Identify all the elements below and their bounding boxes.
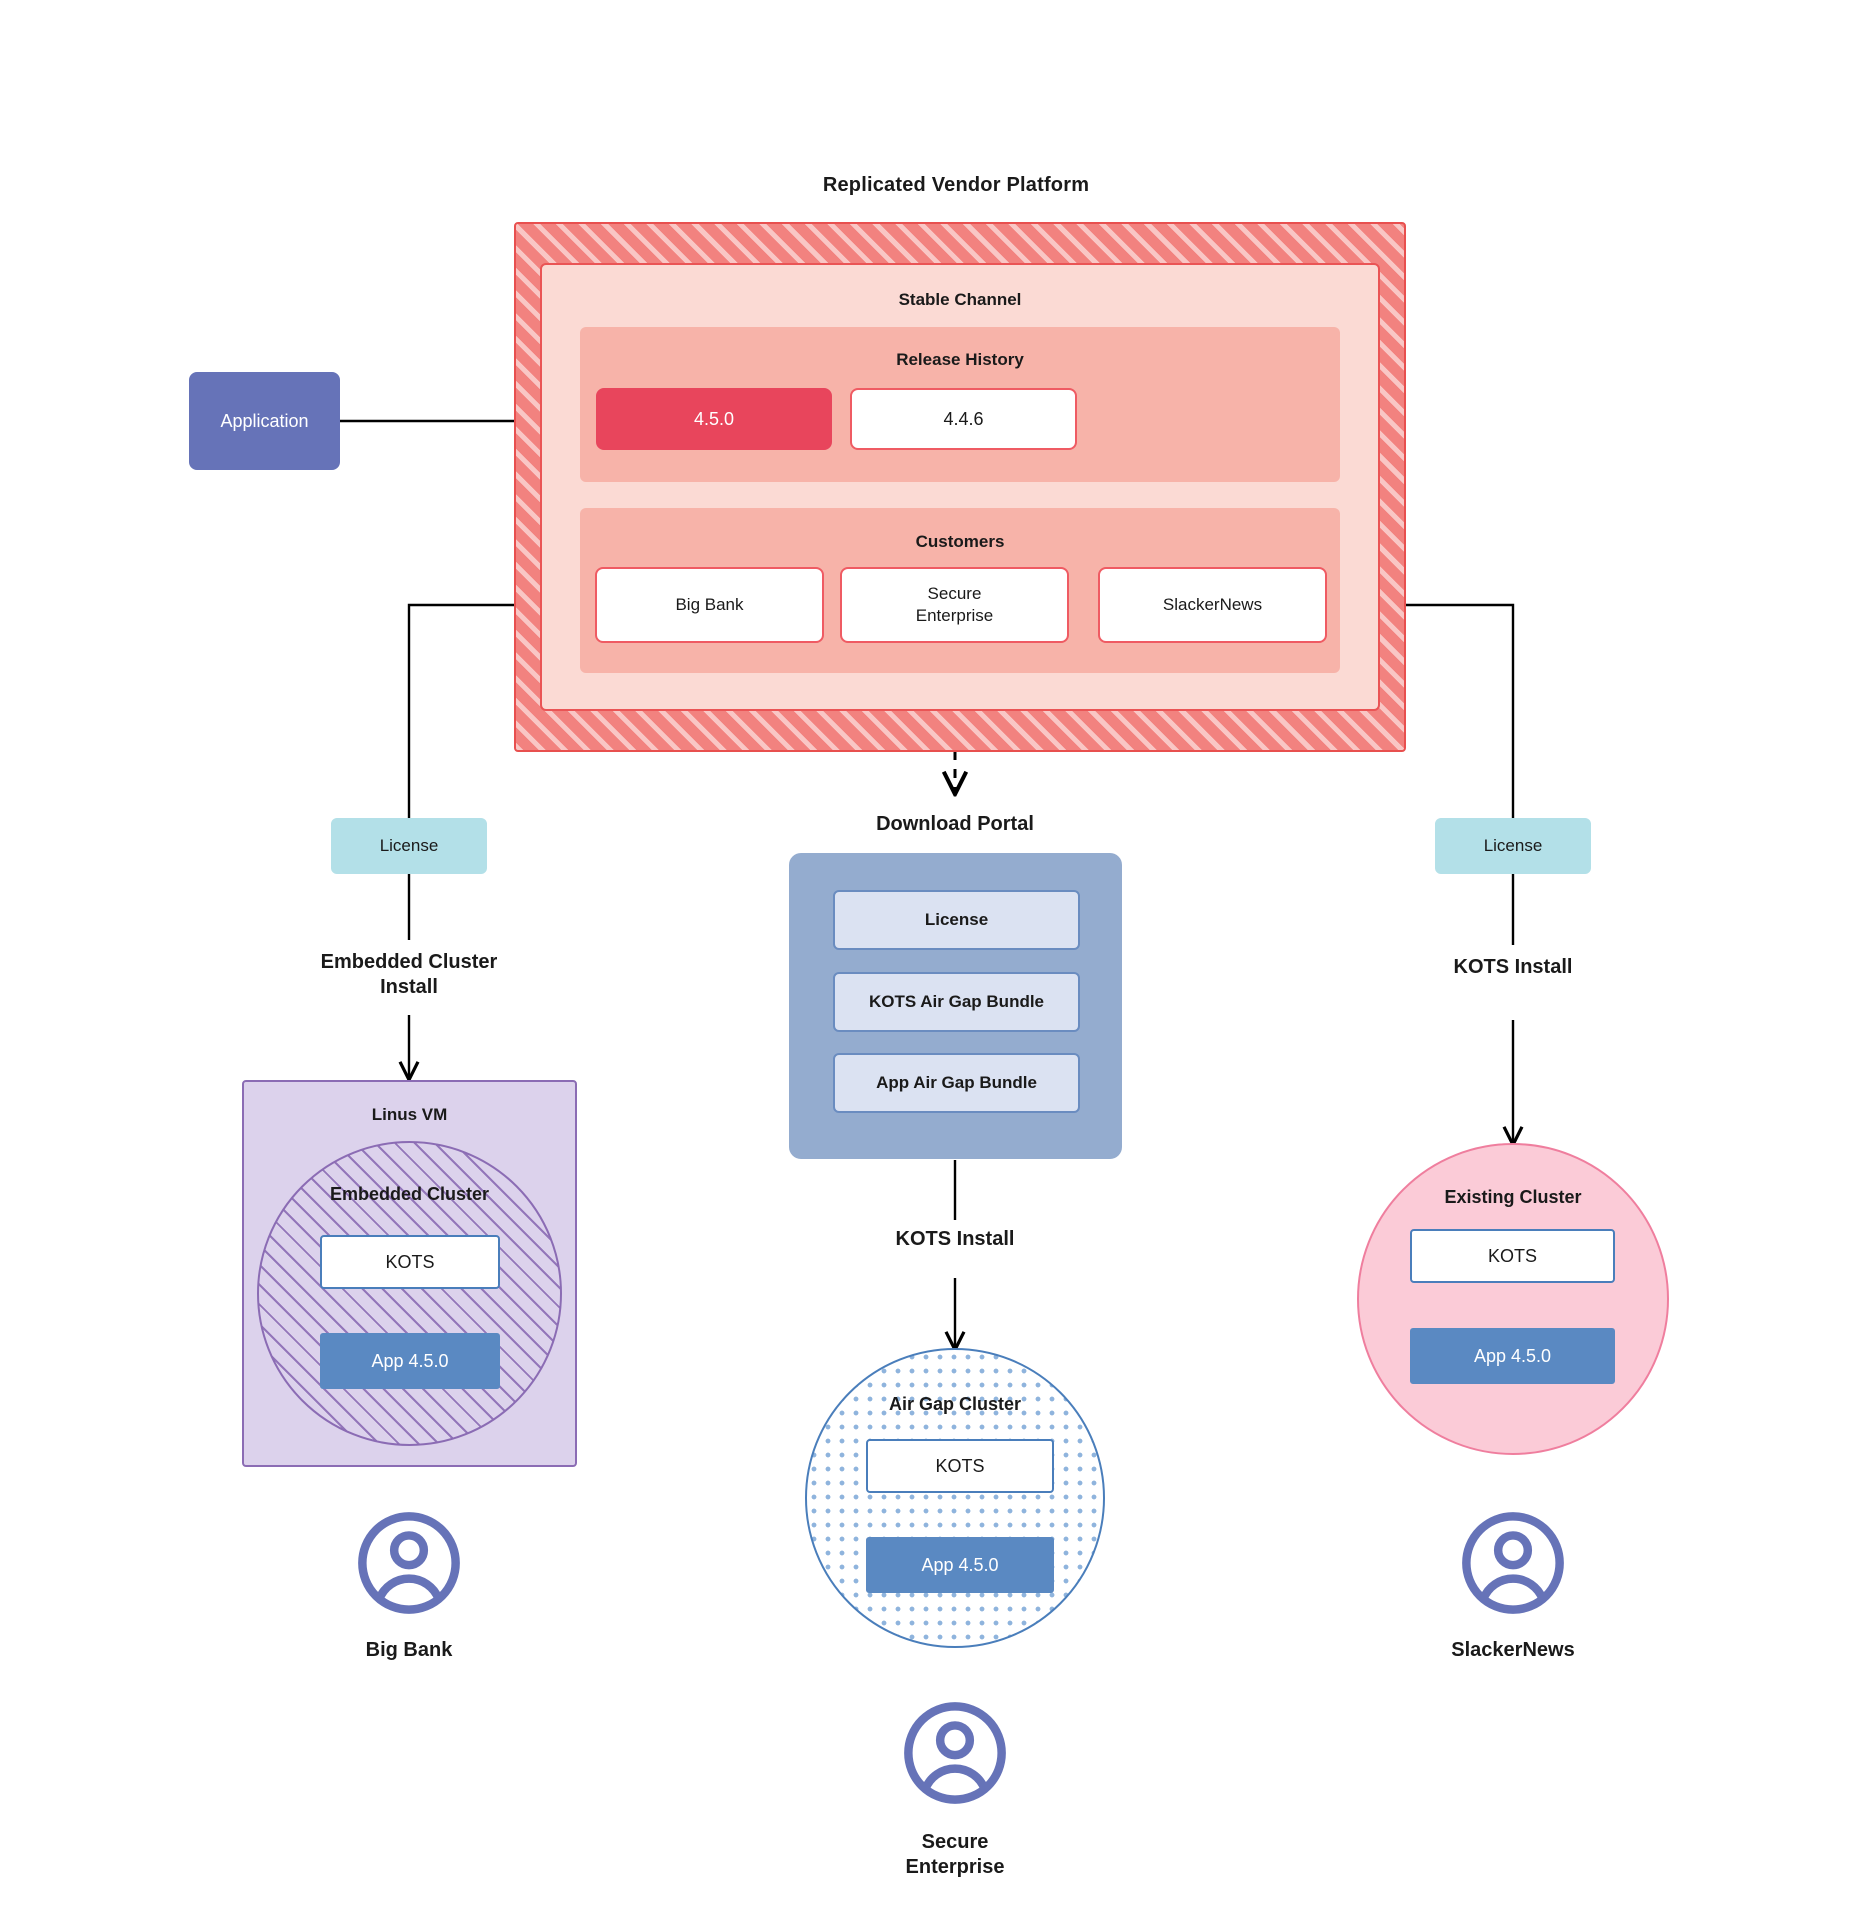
embedded-cluster-circle	[257, 1141, 562, 1446]
customer-secure-enterprise[interactable]: Secure Enterprise	[840, 567, 1069, 643]
stable-channel-title: Stable Channel	[898, 290, 1022, 309]
customer-slackernews[interactable]: SlackerNews	[1098, 567, 1327, 643]
persona-name-secure-enterprise: Secure Enterprise	[905, 1831, 1005, 1878]
flow-label-embedded-cluster-install: Embedded Cluster Install	[320, 951, 498, 998]
app-label: App 4.5.0	[371, 1350, 449, 1371]
linux-vm-title: Linus VM	[371, 1105, 448, 1124]
portal-item-app-air-gap-bundle[interactable]: App Air Gap Bundle	[833, 1053, 1080, 1113]
kots-box-existing-cluster[interactable]: KOTS	[1410, 1229, 1615, 1283]
license-label: License	[1483, 836, 1543, 855]
embedded-cluster-title: Embedded Cluster	[329, 1183, 490, 1204]
kots-label: KOTS	[385, 1251, 435, 1272]
flow-label-kots-install-right: KOTS Install	[1453, 955, 1573, 978]
app-box-air-gap-cluster[interactable]: App 4.5.0	[866, 1537, 1054, 1593]
customer-big-bank[interactable]: Big Bank	[595, 567, 824, 643]
customer-name: Secure Enterprise	[915, 583, 994, 625]
app-box-existing-cluster[interactable]: App 4.5.0	[1410, 1328, 1615, 1384]
kots-label: KOTS	[935, 1455, 985, 1476]
avatar-big-bank	[358, 1512, 460, 1614]
kots-box-air-gap-cluster[interactable]: KOTS	[866, 1439, 1054, 1493]
app-label: App 4.5.0	[1473, 1345, 1552, 1366]
existing-cluster-circle	[1357, 1143, 1669, 1455]
existing-cluster-title: Existing Cluster	[1444, 1186, 1582, 1207]
license-chip-left[interactable]: License	[331, 818, 487, 874]
avatar-slackernews	[1462, 1512, 1564, 1614]
application-label: Application	[220, 410, 309, 431]
portal-item-license[interactable]: License	[833, 890, 1080, 950]
persona-name-slackernews: SlackerNews	[1451, 1638, 1575, 1661]
portal-item-label: App Air Gap Bundle	[876, 1073, 1037, 1092]
app-box-embedded-cluster[interactable]: App 4.5.0	[320, 1333, 500, 1389]
release-history-title: Release History	[896, 350, 1024, 369]
application-box[interactable]: Application	[189, 372, 340, 470]
customer-name: SlackerNews	[1162, 594, 1263, 614]
air-gap-cluster-title: Air Gap Cluster	[888, 1393, 1022, 1414]
license-label: License	[379, 836, 439, 855]
portal-item-kots-air-gap-bundle[interactable]: KOTS Air Gap Bundle	[833, 972, 1080, 1032]
flow-label-kots-install-center: KOTS Install	[895, 1227, 1015, 1250]
kots-label: KOTS	[1487, 1245, 1537, 1266]
persona-name-big-bank: Big Bank	[365, 1638, 453, 1661]
app-label: App 4.5.0	[921, 1554, 999, 1575]
air-gap-cluster-circle	[805, 1348, 1105, 1648]
release-version-label: 4.5.0	[693, 408, 735, 429]
release-item-previous[interactable]: 4.4.6	[850, 388, 1077, 450]
kots-box-embedded-cluster[interactable]: KOTS	[320, 1235, 500, 1289]
avatar-secure-enterprise	[904, 1702, 1006, 1804]
release-version-label: 4.4.6	[943, 408, 984, 429]
customer-name: Big Bank	[675, 594, 744, 614]
download-portal-title: Download Portal	[876, 812, 1034, 835]
portal-item-label: KOTS Air Gap Bundle	[868, 992, 1045, 1011]
release-item-current[interactable]: 4.5.0	[596, 388, 832, 450]
license-chip-right[interactable]: License	[1435, 818, 1591, 874]
customers-title: Customers	[915, 532, 1005, 551]
platform-title: Replicated Vendor Platform	[822, 173, 1090, 196]
portal-item-label: License	[924, 910, 989, 929]
